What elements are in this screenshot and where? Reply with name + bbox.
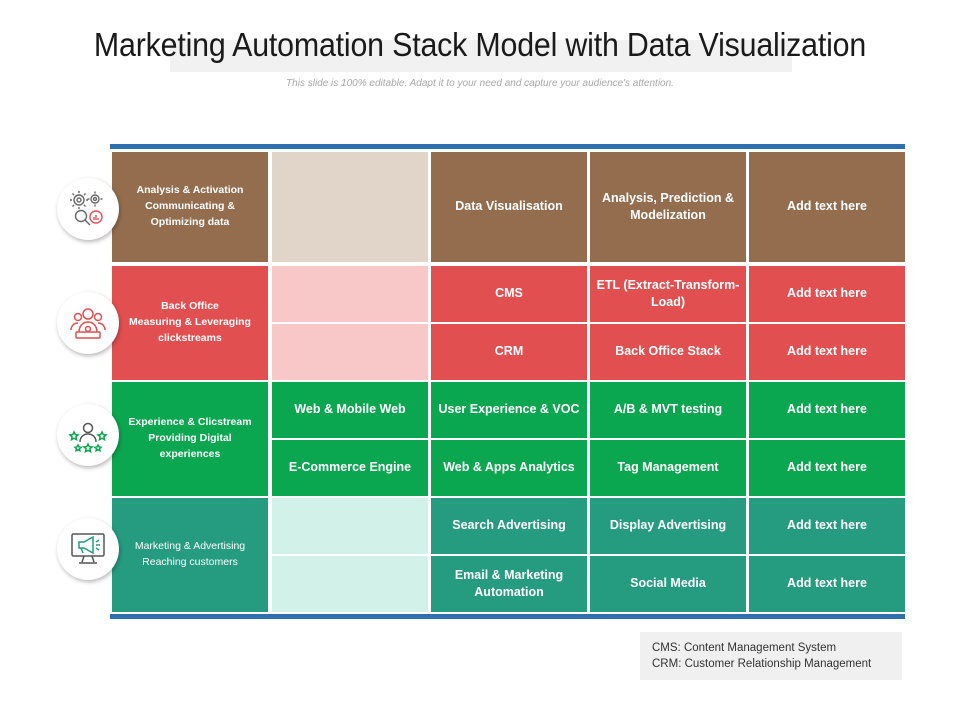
cell-text: Add text here [787,199,867,214]
table-cell: User Experience & VOC [431,382,587,438]
cell-text: Add text here [787,576,867,591]
cell-text: E-Commerce Engine [288,460,412,475]
page-title: Marketing Automation Stack Model with Da… [93,26,867,63]
monitor-megaphone-icon [57,518,119,580]
cell-text: Add text here [787,402,867,417]
table-cell: Add text here [749,382,905,438]
cell-text: Web & Apps Analytics [443,460,575,475]
bottom-rule [110,614,905,619]
table-cell: Add text here [749,324,905,380]
cell-text: Add text here [787,460,867,475]
table-cell: Back Office Stack [590,324,746,380]
table-cell [272,324,428,380]
cell-text: Search Advertising [452,518,566,533]
section-label: Analysis & Activation Communicating & Op… [112,152,268,262]
table-cell [272,556,428,612]
abbreviations-legend: CMS: Content Management System CRM: Cust… [640,632,902,680]
cell-text: Data Visualisation [455,199,563,214]
cell-text: Email & Marketing Automation [454,567,564,600]
cell-text: Add text here [787,518,867,533]
table-cell: Tag Management [590,440,746,496]
legend-item-crm: CRM: Customer Relationship Management [652,658,872,670]
table-cell [272,498,428,554]
table-cell [272,152,428,262]
cell-text: User Experience & VOC [438,402,580,417]
cell-text: Back Office Stack [615,344,721,359]
cell-text: CMS [495,286,523,301]
table-cell: Add text here [749,498,905,554]
table-cell: Analysis, Prediction & Modelization [590,152,746,262]
cell-text: Social Media [630,576,706,591]
cell-text: Add text here [787,344,867,359]
table-cell: Email & Marketing Automation [431,556,587,612]
gears-analytics-icon [57,178,119,240]
cell-text: ETL (Extract-Transform- Load) [596,277,740,310]
cell-text: Add text here [787,286,867,301]
section-label: Back Office Measuring & Leveraging click… [112,266,268,380]
table-cell: Data Visualisation [431,152,587,262]
cell-text: A/B & MVT testing [613,402,723,417]
table-cell: Display Advertising [590,498,746,554]
table-cell: Web & Apps Analytics [431,440,587,496]
table-cell: Search Advertising [431,498,587,554]
table-cell: CMS [431,266,587,322]
team-settings-icon [57,292,119,354]
table-cell: Social Media [590,556,746,612]
table-cell: CRM [431,324,587,380]
table-cell: ETL (Extract-Transform- Load) [590,266,746,322]
section-label: Experience & Clicstream Providing Digita… [112,382,268,496]
legend-item-cms: CMS: Content Management System [652,642,837,654]
table-cell: Web & Mobile Web [272,382,428,438]
cell-text: Display Advertising [609,518,727,533]
cell-text: Analysis, Prediction & Modelization [602,190,734,223]
table-cell: Add text here [749,266,905,322]
cell-text: Web & Mobile Web [294,402,406,417]
top-rule [110,144,905,149]
table-cell: Add text here [749,440,905,496]
table-cell: Add text here [749,152,905,262]
page-subtitle: This slide is 100% editable. Adapt it to… [286,78,674,89]
table-cell [272,266,428,322]
table-cell: Add text here [749,556,905,612]
table-cell: A/B & MVT testing [590,382,746,438]
table-cell: E-Commerce Engine [272,440,428,496]
cell-text: Tag Management [617,460,719,475]
section-label: Marketing & Advertising Reaching custome… [112,498,268,612]
cell-text: CRM [494,344,524,359]
customer-rating-icon [57,404,119,466]
